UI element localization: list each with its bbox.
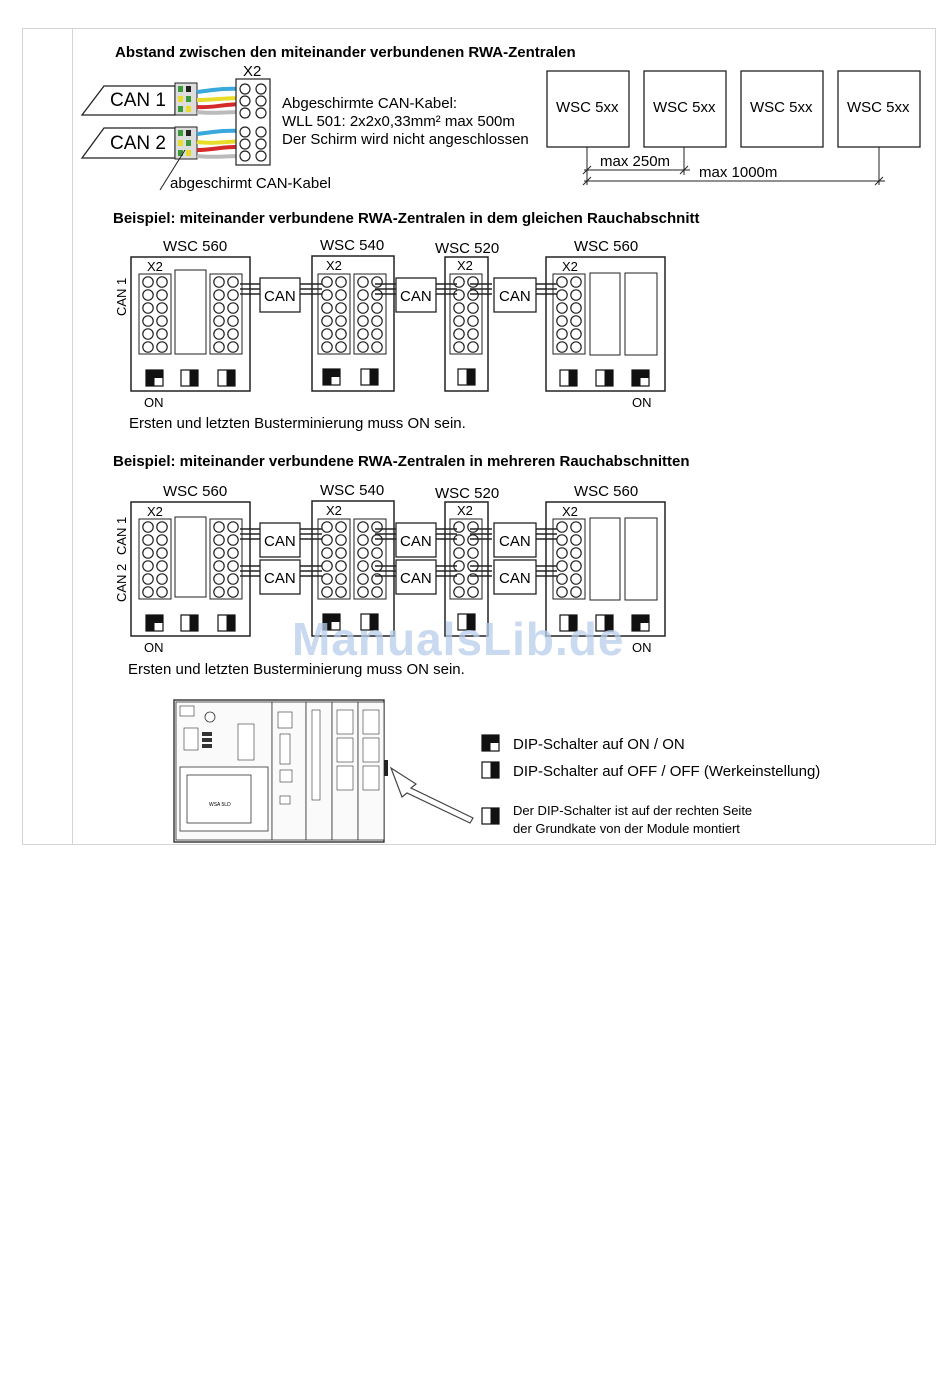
dip-on-icon <box>481 734 500 752</box>
s2-can-box-2: CAN <box>400 288 432 305</box>
s3-panel-1: X2 <box>130 501 251 637</box>
s3-p1-x2: X2 <box>147 504 163 519</box>
s3-can-box-6: CAN <box>499 570 531 587</box>
s3-panel-3-label: WSC 520 <box>435 485 499 502</box>
s3-panel-3: X2 <box>444 501 489 637</box>
s2-on-left: ON <box>144 395 164 410</box>
can2-cable: CAN 2 <box>80 126 246 160</box>
s2-panel-3: X2 <box>444 256 489 392</box>
cable-info-line1: Abgeschirmte CAN-Kabel: <box>282 95 457 112</box>
s2-panel-1-label: WSC 560 <box>163 238 227 255</box>
dim-long-label: max 1000m <box>699 164 777 181</box>
s2-can-box-3: CAN <box>499 288 531 305</box>
s2-note: Ersten und letzten Busterminierung muss … <box>129 415 466 432</box>
legend-dip-on: DIP-Schalter auf ON / ON <box>513 736 685 753</box>
can1-cable: CAN 1 <box>80 82 246 116</box>
s3-panel-4-label: WSC 560 <box>574 483 638 500</box>
section1-heading: Abstand zwischen den miteinander verbund… <box>115 44 576 61</box>
device-label: WSA 5LD <box>209 802 231 808</box>
s2-can-links <box>239 277 558 313</box>
s3-note: Ersten und letzten Busterminierung muss … <box>128 661 465 678</box>
s2-p4-x2: X2 <box>562 259 578 274</box>
s3-panel-2: X2 <box>311 500 395 637</box>
s2-panel-2: X2 <box>311 255 395 392</box>
s3-can-box-1: CAN <box>264 533 296 550</box>
s3-p3-x2: X2 <box>457 503 473 518</box>
dim-short-label: max 250m <box>600 153 670 170</box>
s3-can-links <box>239 522 558 595</box>
s3-panel-2-label: WSC 540 <box>320 482 384 499</box>
s1-x2-label: X2 <box>243 63 261 80</box>
s3-panel-1-label: WSC 560 <box>163 483 227 500</box>
cable-info-line3: Der Schirm wird nicht angeschlossen <box>282 131 529 148</box>
legend-dip-off: DIP-Schalter auf OFF / OFF (Werkeinstell… <box>513 763 820 780</box>
wsc-unit-1-label: WSC 5xx <box>556 99 619 116</box>
dimension-lines <box>582 147 885 186</box>
s2-can-box-1: CAN <box>264 288 296 305</box>
s2-p3-x2: X2 <box>457 258 473 273</box>
s2-p1-x2: X2 <box>147 259 163 274</box>
wsc-unit-2 <box>643 70 727 148</box>
device-illustration: WSA 5LD <box>173 699 388 843</box>
wsc-unit-3-label: WSC 5xx <box>750 99 813 116</box>
s3-can-box-4: CAN <box>400 570 432 587</box>
s3-can2-side-label: CAN 2 <box>114 564 129 602</box>
wsc-unit-3 <box>740 70 824 148</box>
legend-dip-side-line1: Der DIP-Schalter ist auf der rechten Sei… <box>513 803 752 818</box>
arrow-icon <box>389 766 474 824</box>
s3-on-left: ON <box>144 640 164 655</box>
wsc-unit-2-label: WSC 5xx <box>653 99 716 116</box>
page-frame <box>22 28 936 845</box>
can1-label: CAN 1 <box>110 90 166 111</box>
wsc-unit-4-label: WSC 5xx <box>847 99 910 116</box>
s2-panel-4-label: WSC 560 <box>574 238 638 255</box>
s2-panel-3-label: WSC 520 <box>435 240 499 257</box>
section3-heading: Beispiel: miteinander verbundene RWA-Zen… <box>113 453 690 470</box>
s2-on-right: ON <box>632 395 652 410</box>
s2-can1-side-label: CAN 1 <box>114 278 129 316</box>
s3-can-box-2: CAN <box>264 570 296 587</box>
section2-heading: Beispiel: miteinander verbundene RWA-Zen… <box>113 210 700 227</box>
s3-can-box-3: CAN <box>400 533 432 550</box>
can2-label: CAN 2 <box>110 133 166 154</box>
dip-side-icon <box>481 807 500 825</box>
s2-panel-1: X2 <box>130 256 251 392</box>
shield-leader-line <box>159 149 186 191</box>
dip-off-icon <box>481 761 500 779</box>
s3-can1-side-label: CAN 1 <box>114 517 129 555</box>
s3-p4-x2: X2 <box>562 504 578 519</box>
shield-label: abgeschirmt CAN-Kabel <box>170 175 331 192</box>
s1-terminal-strip <box>235 78 271 166</box>
margin-column-divider <box>72 28 73 845</box>
s2-panel-4: X2 <box>545 256 666 392</box>
wsc-unit-1 <box>546 70 630 148</box>
s3-on-right: ON <box>632 640 652 655</box>
s3-panel-4: X2 <box>545 501 666 637</box>
watermark: ManualsLib.de <box>292 613 625 665</box>
legend-dip-side-line2: der Grundkate von der Module montiert <box>513 821 740 836</box>
s3-p2-x2: X2 <box>326 503 342 518</box>
s3-can-box-5: CAN <box>499 533 531 550</box>
s2-panel-2-label: WSC 540 <box>320 237 384 254</box>
s2-p2-x2: X2 <box>326 258 342 273</box>
cable-info-line2: WLL 501: 2x2x0,33mm² max 500m <box>282 113 515 130</box>
